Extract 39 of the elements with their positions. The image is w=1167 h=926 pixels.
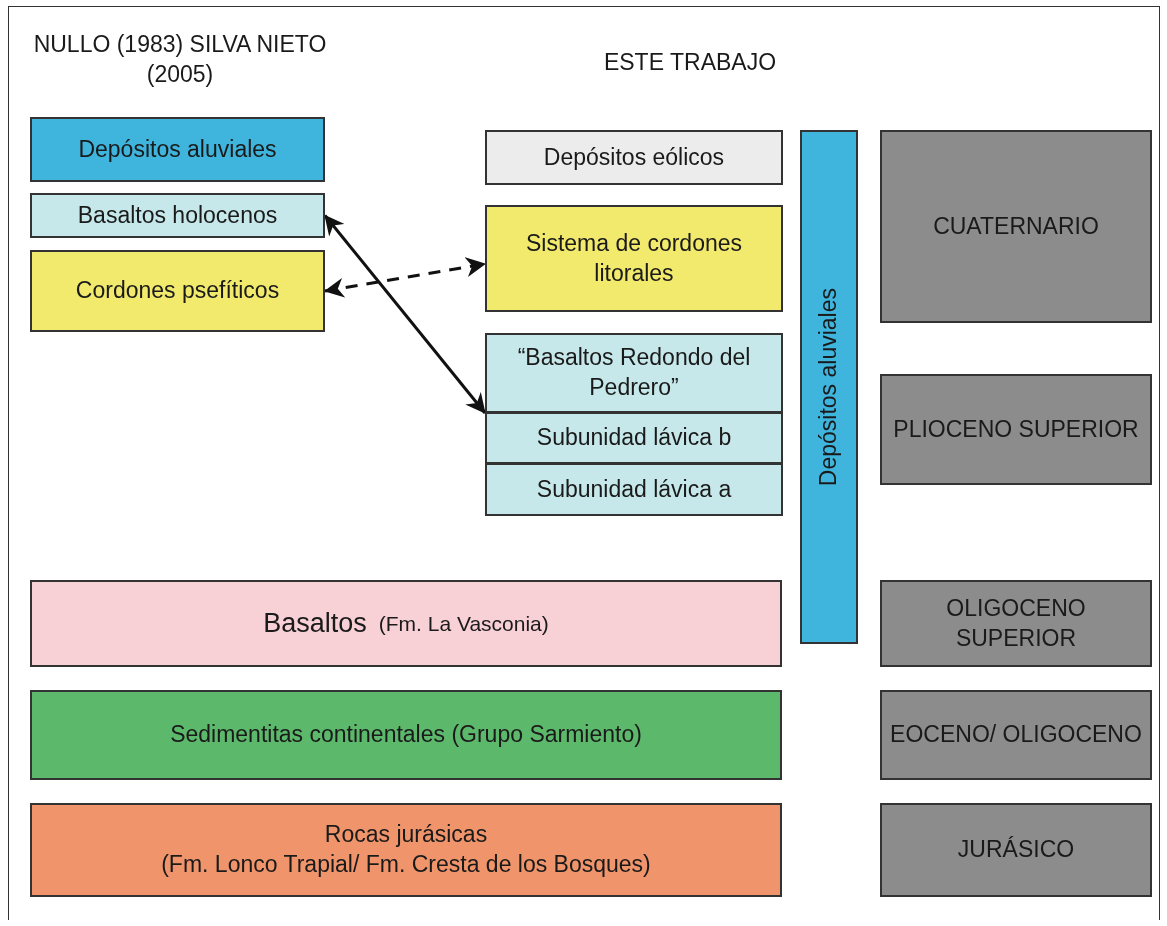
unit-box [30,690,782,780]
unit-label: OLIGOCENO SUPERIOR [945,593,1087,653]
unit-label: Subunidad lávica a [536,474,732,504]
unit-box [485,333,783,413]
unit-label: PLIOCENO SUPERIOR [893,414,1139,444]
unit-box [880,803,1152,897]
unit-label: Depósitos aluviales [78,134,277,164]
column-heading: NULLO (1983) SILVA NIETO (2005) [32,30,328,89]
unit-box [30,117,325,182]
unit-box [800,130,858,644]
unit-box [30,250,325,332]
unit-box [880,374,1152,485]
unit-label: Cordones psefíticos [75,276,280,306]
unit-label: Sedimentitas continentales (Grupo Sarmiento) [170,720,642,750]
unit-label: (Fm. La Vasconia) [378,610,549,637]
unit-box [485,205,783,312]
unit-label: Basaltos holocenos [77,200,278,230]
unit-box [880,690,1152,780]
unit-label: Basaltos [263,606,367,640]
unit-box [880,580,1152,667]
unit-box [30,193,325,238]
unit-box [485,130,783,185]
unit-label: EOCENO/ OLIGOCENO [890,720,1142,750]
unit-label: Depósitos aluviales [814,287,843,487]
unit-box [485,412,783,464]
column-heading: ESTE TRABAJO [602,48,778,77]
unit-label: CUATERNARIO [933,211,1099,241]
unit-label: “Basaltos Redondo del Pedrero” [516,343,752,402]
unit-box [30,580,782,667]
unit-label: Sistema de cordones litorales [524,228,744,288]
unit-label: Subunidad lávica b [536,423,732,453]
unit-box [880,130,1152,323]
unit-label: (Fm. Lonco Trapial/ Fm. Cresta de los Bosques) [161,850,651,879]
unit-label: Rocas jurásicas [324,820,488,850]
unit-label: JURÁSICO [957,835,1075,865]
unit-box [30,803,782,897]
unit-box [485,463,783,516]
unit-label: Depósitos eólicos [543,142,725,172]
arrow [324,257,486,298]
